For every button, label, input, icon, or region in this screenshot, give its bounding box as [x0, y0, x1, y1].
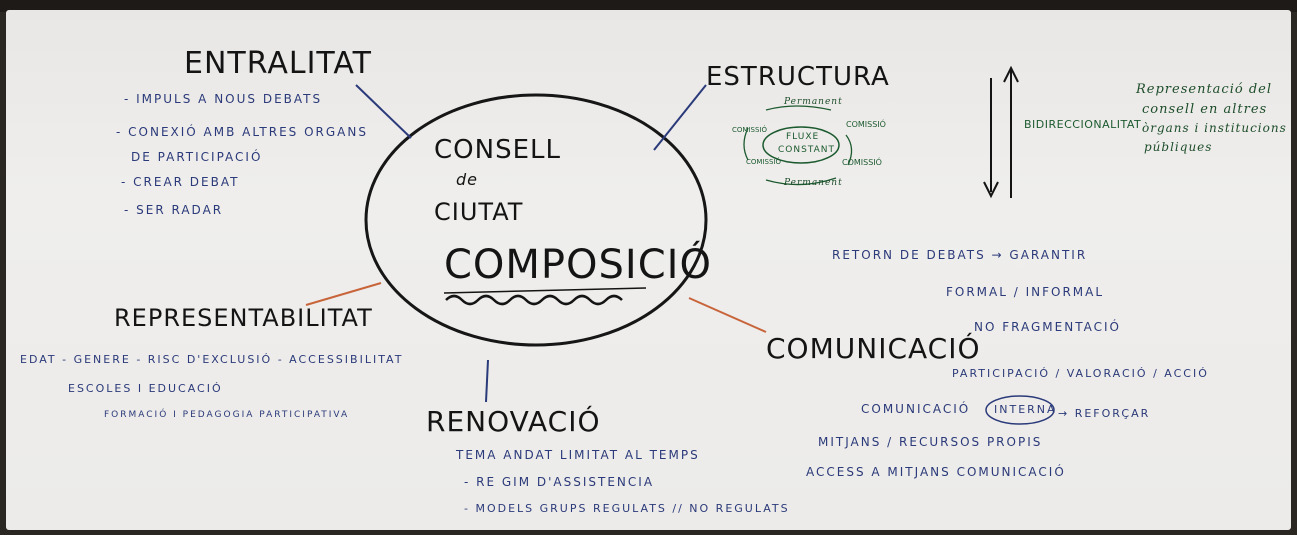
comunicacio-item-1: RETORN DE DEBATS → GARANTIR [832, 248, 1088, 262]
representabilitat-item-1: EDAT - GENERE - RISC D'EXCLUSIÓ - ACCESS… [20, 353, 404, 366]
bidireccionalitat-label: BIDIRECCIONALITAT [1024, 118, 1142, 131]
paper-sheet: CONSELL de CIUTAT COMPOSICIÓ ENTRALITAT … [6, 10, 1291, 530]
cycle-center-2: CONSTANT [778, 145, 835, 155]
comunicacio-item-7: MITJANS / RECURSOS PROPIS [818, 435, 1043, 449]
cycle-right-bottom: COMISSIÓ [842, 158, 882, 167]
composicio-rule [443, 287, 647, 294]
centralitat-item-2: - CONEXIÓ AMB ALTRES ORGANS [116, 125, 368, 139]
comunicacio-item-3: NO FRAGMENTACIÓ [974, 320, 1121, 334]
connector-renovacio [485, 359, 489, 403]
cycle-left-bottom: COMISSIÓ [746, 158, 781, 166]
photo-top-edge [0, 0, 1297, 12]
cycle-top: Permanent [784, 97, 843, 107]
comunicacio-item-8: ACCESS A MITJANS COMUNICACIÓ [806, 465, 1066, 479]
cycle-left-arrow [743, 127, 749, 161]
comunicacio-item-6: → REFORÇAR [1058, 407, 1151, 420]
cycle-top-arrow [765, 105, 832, 111]
bidireccionalitat-note-2: consell en altres [1142, 102, 1268, 117]
centralitat-item-3: DE PARTICIPACIÓ [131, 150, 263, 164]
connector-estructura [653, 84, 707, 151]
comunicacio-item-2: FORMAL / INFORMAL [946, 285, 1105, 299]
interna-circle [985, 395, 1055, 425]
bidireccionalitat-note-4: públiques [1144, 140, 1213, 154]
connector-centralitat [355, 84, 412, 139]
centralitat-item-5: - SER RADAR [124, 203, 224, 217]
arrow-up-head [1003, 65, 1019, 83]
composicio-underline [445, 294, 623, 306]
connector-comunicacio [688, 297, 767, 333]
cycle-bottom: Permanent [784, 178, 843, 188]
comunicacio-item-5: COMUNICACIÓ [861, 402, 971, 416]
cycle-right-top: COMISSIÓ [846, 120, 886, 129]
renovacio-item-1: TEMA ANDAT LIMITAT AL TEMPS [456, 448, 700, 462]
comunicacio-interna: INTERNA [994, 403, 1057, 416]
bidireccionalitat-note-1: Representació del [1136, 82, 1272, 97]
centralitat-item-4: - CREAR DEBAT [121, 175, 240, 189]
bidireccionalitat-note-3: òrgans i institucions [1142, 121, 1287, 135]
cycle-center: FLUXE [786, 132, 820, 142]
fluxe-ellipse [762, 126, 840, 164]
representabilitat-item-2: ESCOLES I EDUCACIÓ [68, 382, 223, 395]
connector-representabilitat [305, 282, 382, 306]
renovacio-title: RENOVACIÓ [426, 405, 601, 438]
center-ciutat: CIUTAT [434, 198, 524, 226]
comunicacio-item-4: PARTICIPACIÓ / VALORACIÓ / ACCIÓ [952, 367, 1209, 380]
arrow-down-head [983, 181, 999, 199]
centralitat-item-1: - IMPULS A NOUS DEBATS [124, 92, 323, 106]
connector-lines [305, 65, 1055, 425]
comunicacio-title: COMUNICACIÓ [766, 332, 981, 365]
centralitat-title: ENTRALITAT [184, 46, 372, 81]
representabilitat-item-3: FORMACIÓ I PEDAGOGIA PARTICIPATIVA [104, 410, 350, 420]
cycle-right-arrow [845, 134, 853, 166]
center-de: de [456, 170, 478, 189]
estructura-title: ESTRUCTURA [706, 62, 890, 92]
center-composicio: COMPOSICIÓ [444, 242, 712, 288]
center-consell: CONSELL [434, 135, 561, 165]
cycle-left-top: COMISSIÓ [732, 126, 767, 134]
renovacio-item-2: - RE GIM D'ASSISTENCIA [464, 475, 655, 489]
cycle-bottom-arrow [765, 177, 837, 186]
representabilitat-title: REPRESENTABILITAT [114, 304, 373, 332]
renovacio-item-3: - MODELS GRUPS REGULATS // NO REGULATS [464, 502, 790, 515]
center-ellipse [364, 93, 708, 347]
